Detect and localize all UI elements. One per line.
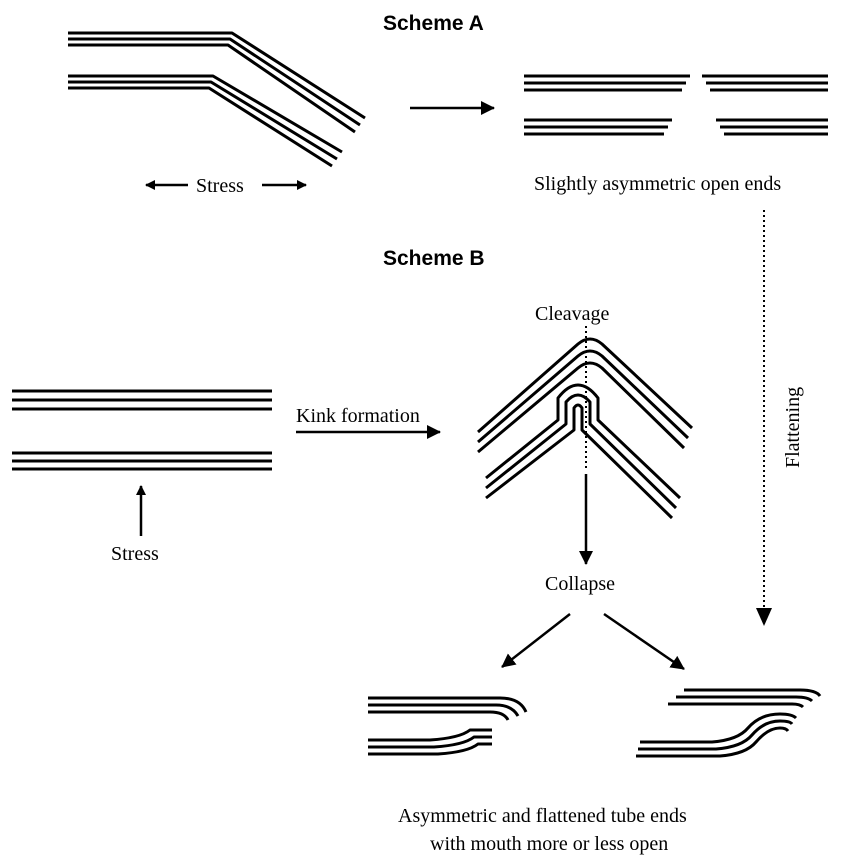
cleavage-label: Cleavage: [535, 303, 610, 325]
scheme-a-upper-wall: [68, 31, 366, 134]
collapse-left-arrow: [501, 613, 571, 668]
scheme-a-bent-tube: [68, 31, 366, 168]
scheme-b-result-line2: with mouth more or less open: [430, 833, 668, 855]
scheme-b-title: Scheme B: [383, 247, 485, 270]
flattened-tube-right: [636, 688, 822, 758]
kink-formation-label: Kink formation: [296, 405, 420, 427]
scheme-b-stress-label: Stress: [111, 543, 159, 565]
scheme-a-result-label: Slightly asymmetric open ends: [534, 173, 781, 195]
scheme-b-straight-tube: [12, 389, 272, 471]
scheme-a-stress-label: Stress: [196, 175, 244, 197]
flattening-label: Flattening: [782, 387, 804, 468]
scheme-b-result-line1: Asymmetric and flattened tube ends: [398, 805, 687, 827]
flattening-arrowhead: [756, 608, 772, 626]
collapse-right-arrow: [603, 612, 685, 671]
scheme-a-broken-tube: [524, 74, 828, 136]
flattened-tube-left: [368, 696, 528, 756]
collapse-label: Collapse: [545, 573, 615, 595]
scheme-a-title: Scheme A: [383, 12, 484, 35]
scheme-a-lower-wall: [68, 74, 343, 168]
kinked-tube: [477, 337, 694, 520]
